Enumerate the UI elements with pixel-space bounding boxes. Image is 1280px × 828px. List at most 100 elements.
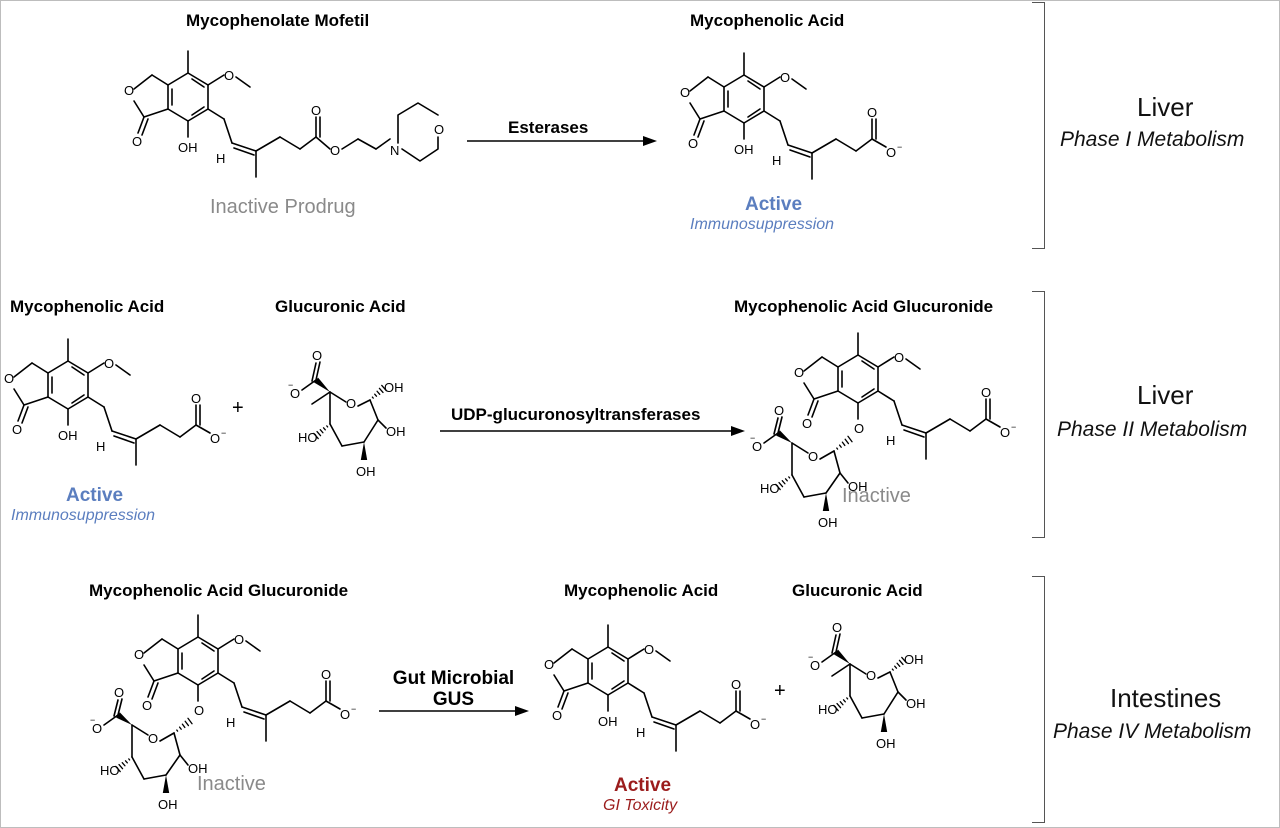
methoxy-methyl-bond xyxy=(791,78,807,90)
carbonyl-bond xyxy=(151,682,159,700)
negative-charge: − xyxy=(351,704,356,714)
methoxy-methyl-bond xyxy=(235,76,251,88)
carbonyl-bond xyxy=(315,361,321,381)
carbonyl-bond xyxy=(113,699,119,717)
hydroxyl-hash-bond xyxy=(322,427,326,431)
carboxylate-wedge xyxy=(833,649,850,664)
carboxylate-oxygen: O xyxy=(290,386,300,401)
side-chain-bond xyxy=(159,424,181,438)
hydroxyl-hash-bond xyxy=(836,702,842,709)
pyranose-bond xyxy=(849,663,867,675)
hydroxyl-hash-bond xyxy=(842,699,846,703)
aromatic-double-bond xyxy=(201,642,215,652)
pyranose-bond xyxy=(833,450,841,474)
lactone-ring-bond xyxy=(13,362,33,378)
bracket-row3 xyxy=(1032,576,1045,823)
pyranose-bond xyxy=(369,399,379,421)
gus-label-line2: GUS xyxy=(432,689,475,710)
methoxy-oxygen: O xyxy=(644,642,654,657)
carboxylate-bond xyxy=(325,700,341,710)
anomeric-oh: OH xyxy=(904,652,924,667)
c3-oh: OH xyxy=(356,464,376,479)
methoxy-oxygen: O xyxy=(894,350,904,365)
ring-oxygen: O xyxy=(808,449,818,464)
phase-label-row1: Phase I Metabolism xyxy=(1060,128,1245,151)
alkene-bond xyxy=(111,430,137,440)
esterases-arrow xyxy=(467,136,657,146)
side-chain-bond xyxy=(925,418,951,434)
anomeric-hash-bond xyxy=(381,384,387,392)
methoxy-methyl-bond xyxy=(655,650,671,662)
carbonyl-bond xyxy=(561,692,569,710)
hydroxyl-wedge xyxy=(880,714,888,732)
methoxy-bond xyxy=(877,356,895,368)
mpag-caption-row3: Inactive xyxy=(197,773,266,795)
carboxylate-oxygen: O xyxy=(810,658,820,673)
carbonyl-oxygen: O xyxy=(191,391,201,406)
methoxy-bond xyxy=(217,638,235,650)
lactone-ch2-bond xyxy=(31,362,49,374)
gus-arrow xyxy=(379,706,529,716)
hydroxyl-hash-bond xyxy=(118,763,124,770)
bracket-row1 xyxy=(1032,2,1045,249)
glycosidic-hash-bond xyxy=(841,441,846,447)
glycosidic-oxygen: O xyxy=(194,703,204,718)
lactone-ring-bond xyxy=(153,672,179,682)
aromatic-double-bond xyxy=(191,106,205,116)
morpholine-nitrogen: N xyxy=(390,143,399,158)
ring-oxygen: O xyxy=(346,396,356,411)
alkene-double-bond xyxy=(789,149,811,158)
glycosidic-oxygen: O xyxy=(854,421,864,436)
ugt-label: UDP-glucuronosyltransferases xyxy=(451,405,701,424)
pyranose-bond xyxy=(803,492,827,498)
hydroxyl-bond xyxy=(839,472,849,484)
carbonyl-bond xyxy=(777,416,783,434)
carboxylate-wedge xyxy=(313,377,330,392)
lactone-ring-bond xyxy=(689,76,709,92)
pyranose-bond xyxy=(159,732,175,742)
lactone-oxygen: O xyxy=(124,83,134,98)
aromatic-double-bond xyxy=(747,108,761,118)
pyranose-bond xyxy=(329,423,343,447)
anomeric-hash-bond xyxy=(891,668,894,671)
carboxylate-bond xyxy=(309,700,327,714)
hydroxyl-bond xyxy=(897,691,907,701)
c3-oh: OH xyxy=(158,797,178,812)
negative-charge: − xyxy=(897,142,902,152)
carboxylate-oxygen: O xyxy=(886,145,896,160)
carboxylate-oxygen: O xyxy=(750,717,760,732)
hydroxyl-hash-bond xyxy=(115,765,121,773)
mmf-caption: Inactive Prodrug xyxy=(210,196,356,218)
methoxy-bond xyxy=(87,362,105,374)
anomeric-hash-bond xyxy=(374,393,378,397)
vinyl-hydrogen: H xyxy=(772,153,781,168)
methoxy-methyl-bond xyxy=(115,364,131,376)
lactone-ring-bond xyxy=(803,382,815,400)
pyranose-bond xyxy=(363,419,379,443)
anomeric-hash-bond xyxy=(371,396,374,399)
carbonyl-bond xyxy=(141,118,149,136)
glycosidic-hash-bond xyxy=(844,438,850,445)
lactone-ring-bond xyxy=(699,110,725,120)
hydroxyl-hash-bond xyxy=(313,432,319,440)
morpholine-ring xyxy=(401,136,439,162)
gus-label: Gut Microbial GUS xyxy=(386,668,521,710)
glycosidic-hash-bond xyxy=(176,729,179,732)
mpa-active-label-row2: Active xyxy=(66,485,124,506)
hydroxyl-hash-bond xyxy=(784,478,788,482)
aromatic-double-bond xyxy=(611,652,625,662)
organ-label-row1: Liver xyxy=(1137,92,1194,122)
pyranose-bond xyxy=(791,442,809,454)
lactone-ch2-bond xyxy=(821,356,839,368)
anomeric-hash-bond xyxy=(376,390,381,395)
pyranose-bond xyxy=(311,391,331,405)
lactone-ring-bond xyxy=(143,638,163,654)
vinyl-hydrogen: H xyxy=(96,439,105,454)
hydroxyl-hash-bond xyxy=(833,704,839,712)
sugar-carboxylate-oxygen: O xyxy=(752,439,762,454)
phase-label-row2: Phase II Metabolism xyxy=(1057,418,1248,441)
hydroxyl-hash-bond xyxy=(775,483,781,491)
